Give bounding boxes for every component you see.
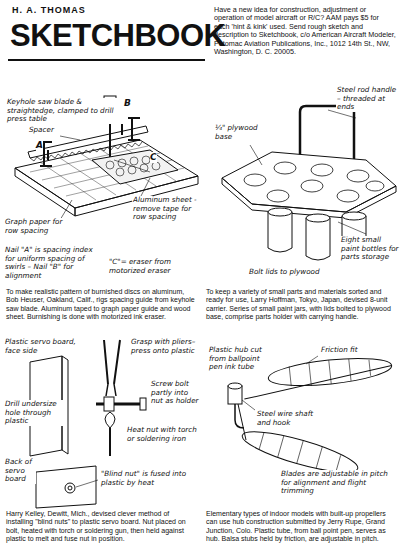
part-label: Graph paper for row spacing: [4, 218, 68, 235]
part-label: Keyhole saw blade & straightedge, clampe…: [6, 98, 126, 124]
callout-letter: C: [150, 152, 157, 163]
part-label: Steel wire shaft and hook: [256, 410, 322, 427]
caption: Elementary types of indoor models with b…: [206, 510, 396, 543]
part-label: Spacer: [28, 126, 55, 135]
header-rule: [8, 59, 205, 61]
part-label: Friction fit: [320, 346, 359, 355]
part-label: Nail "A" is spacing index for uniform sp…: [4, 246, 104, 281]
part-label: Plastic hub cut from ballpoint pen ink t…: [208, 346, 272, 372]
part-label: Plastic servo board, face side: [4, 338, 86, 355]
part-label: Grasp with pliers– press onto plastic: [130, 338, 198, 355]
intro-note: Have a new idea for construction, adjust…: [214, 6, 396, 57]
page-title: SKETCHBOOK: [10, 17, 225, 54]
callout-letter: B: [124, 98, 131, 109]
part-label: "C"= eraser from motorized eraser: [108, 258, 200, 275]
part-label: Eight small paint bottles for parts stor…: [340, 236, 400, 262]
author-name: H. A. THOMAS: [12, 5, 86, 16]
part-label: Back of servo board: [4, 458, 36, 484]
part-label: Drill undersize hole through plastic: [4, 400, 66, 426]
propeller-hub: [228, 354, 394, 480]
callout-letter: A: [36, 140, 43, 151]
part-label: Aluminum sheet - remove tape for row spa…: [132, 196, 202, 222]
part-label: Screw bolt partly into nut as holder: [150, 380, 200, 406]
part-label: ¼" plywood base: [214, 124, 268, 141]
part-label: Heat nut with torch or soldering iron: [126, 426, 198, 443]
part-label: Steel rod handle – threaded at ends: [336, 86, 398, 112]
caption: To keep a variety of small parts and mat…: [206, 288, 396, 321]
part-label: Bolt lids to plywood: [248, 268, 350, 277]
part-label: "Blind nut" is fused into plastic by hea…: [100, 470, 198, 487]
caption: To make realistic pattern of burnished d…: [6, 288, 198, 321]
caption: Harry Kelley, Dewitt, Mich., devised cle…: [6, 510, 198, 543]
part-label: Blades are adjustable in pitch for align…: [280, 470, 394, 496]
